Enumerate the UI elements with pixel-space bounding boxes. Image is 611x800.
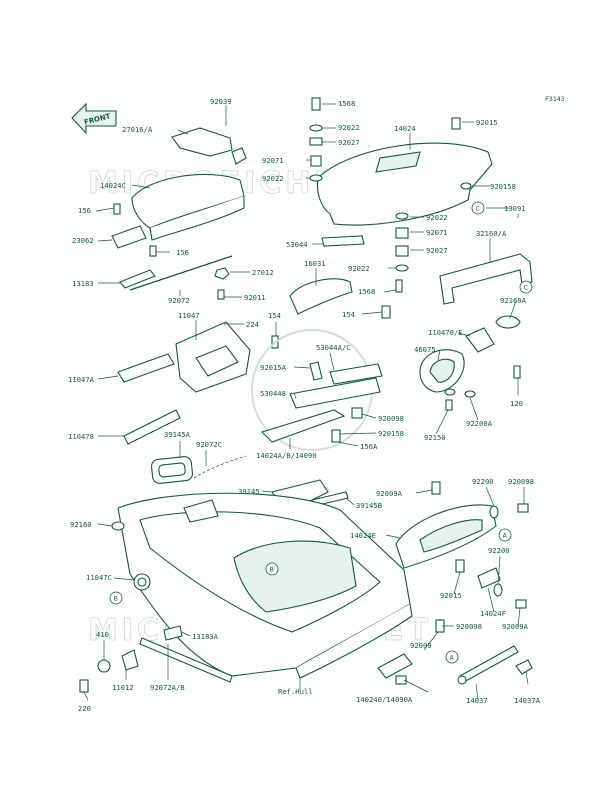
part-label: 92015: [476, 118, 498, 127]
part-label: 27016/A: [122, 125, 153, 134]
part-label: 46075: [414, 345, 436, 354]
part-label: 1568: [338, 99, 355, 108]
part-label: 92011: [244, 293, 266, 302]
part-label: 92072C: [196, 440, 222, 449]
part-label: 920098: [378, 414, 404, 423]
storage-cover-group: [111, 127, 247, 300]
part-label: 156: [78, 206, 91, 215]
callout-a-grip: [498, 528, 512, 542]
part-label: 92160: [70, 520, 92, 529]
part-label: 156A: [360, 442, 378, 451]
part-label: 14037: [466, 696, 488, 705]
part-label: 92200: [488, 546, 510, 555]
part-label: 920098: [456, 622, 482, 631]
part-label: 92009: [410, 641, 432, 650]
part-label: 39145: [238, 487, 260, 496]
part-label: 92009A: [376, 489, 403, 498]
part-label: 27012: [252, 268, 274, 277]
part-label: 156: [176, 248, 189, 257]
part-label: 92015A: [260, 363, 287, 372]
part-label: 92039: [210, 97, 232, 106]
figure-code: F3143: [545, 95, 565, 103]
part-label: 14037A: [514, 696, 541, 705]
callout-c-top: [471, 201, 485, 215]
callout-a-rod: [445, 650, 459, 664]
part-label: 92072: [168, 296, 190, 305]
callout-b-deck: [265, 562, 279, 576]
part-label: 530448: [260, 389, 286, 398]
part-label: 92027: [426, 246, 448, 255]
part-label: 920098: [508, 477, 534, 486]
part-label: 92027: [338, 138, 360, 147]
part-label: 13183A: [192, 632, 219, 641]
part-label: 11047A: [68, 375, 95, 384]
part-label: 140240/14090A: [356, 695, 413, 704]
callout-b-left-label: B: [114, 595, 118, 602]
part-label: 32160/A: [476, 229, 507, 238]
part-label: 92015: [440, 591, 462, 600]
part-labels: 92039 27016/A 14024C 156 23062 156 13183…: [68, 97, 541, 713]
ref-label: Ref.Hull: [278, 687, 313, 696]
storage-bin-group: [117, 321, 279, 484]
part-label: 1568: [358, 287, 375, 296]
part-label: 92200: [472, 477, 494, 486]
part-label: 13183: [72, 279, 94, 288]
callout-c-mid-label: C: [524, 284, 528, 291]
callout-c-top-label: C: [476, 205, 480, 212]
front-arrow-icon: FRONT: [71, 102, 117, 135]
part-label: 23062: [72, 236, 94, 245]
part-label: 92200A: [466, 419, 493, 428]
part-label: 11012: [112, 683, 134, 692]
part-label: 110470/E: [428, 328, 463, 337]
part-label: 53044A/C: [316, 343, 351, 352]
part-label: 220: [78, 704, 91, 713]
callouts: C C B B A A: [109, 201, 533, 664]
part-label: 92022: [262, 174, 284, 183]
part-label: 92150: [424, 433, 446, 442]
callout-b-deck-label: B: [270, 566, 274, 573]
part-label: 11047: [178, 311, 200, 320]
part-label: 154: [268, 311, 281, 320]
part-label: 92009A: [502, 622, 529, 631]
part-label: 53044: [286, 240, 308, 249]
callout-c-mid: [519, 280, 533, 294]
part-label: 92022: [338, 123, 360, 132]
leader-lines: [83, 103, 529, 701]
part-label: 224: [246, 320, 259, 329]
part-label: 39145A: [164, 430, 191, 439]
part-label: 92072A/B: [150, 683, 185, 692]
part-label: 14024F: [480, 609, 506, 618]
part-label: 110478: [68, 432, 94, 441]
part-label: 92071: [426, 228, 448, 237]
part-label: 92022: [348, 264, 370, 273]
part-label: 920158: [490, 182, 516, 191]
part-label: 14024E: [350, 531, 376, 540]
part-label: 14024A/B/14090: [256, 451, 317, 460]
part-label: 11047C: [86, 573, 112, 582]
rear-grip-group: [377, 481, 533, 685]
part-label: 120: [510, 399, 523, 408]
callout-a-rod-label: A: [450, 654, 455, 661]
part-label: 39145B: [356, 501, 382, 510]
part-label: 410: [96, 630, 109, 639]
deck-group: [79, 492, 413, 693]
part-label: 92160A: [500, 296, 527, 305]
callout-b-left: [109, 591, 123, 605]
part-label: 14024C: [100, 181, 126, 190]
center-cover-group: [251, 329, 383, 507]
part-label: 92022: [426, 213, 448, 222]
part-label: 13091: [504, 204, 526, 213]
part-label: 920158: [378, 429, 404, 438]
part-label: 154: [342, 310, 355, 319]
callout-a-grip-label: A: [503, 532, 508, 539]
engine-hood-group: [289, 97, 533, 411]
part-label: 14024: [394, 124, 416, 133]
part-label: 16031: [304, 259, 326, 268]
part-label: 92071: [262, 156, 284, 165]
